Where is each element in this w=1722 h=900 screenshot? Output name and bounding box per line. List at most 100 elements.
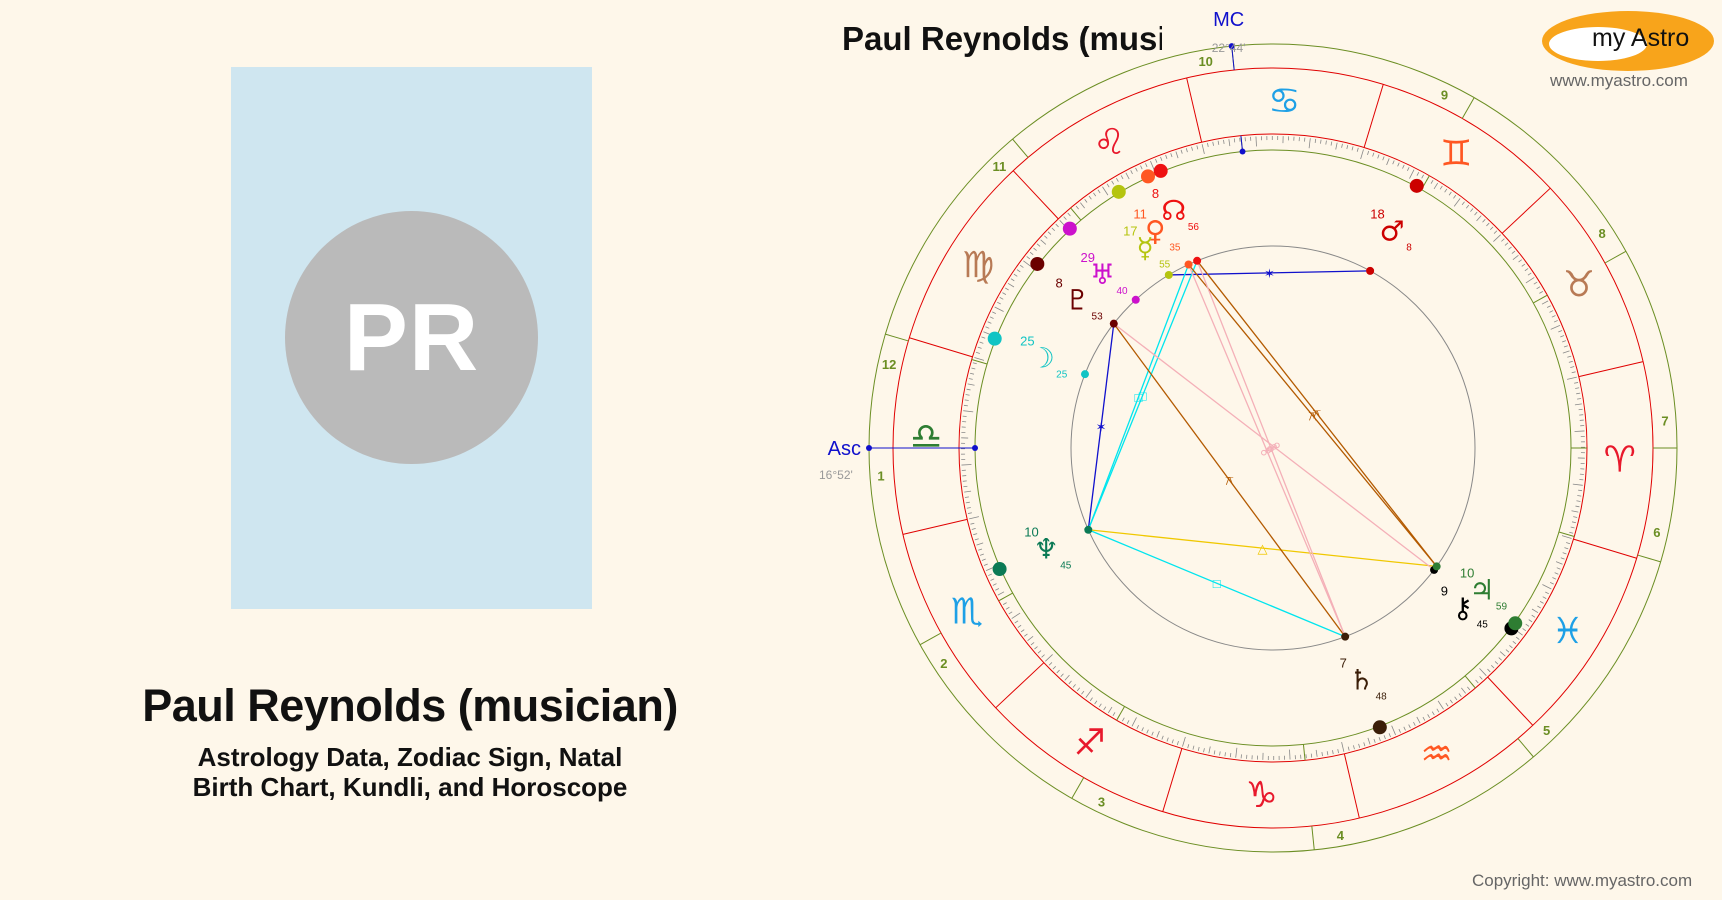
copyright-text: Copyright: www.myastro.com	[1472, 871, 1693, 890]
degree-tick	[1330, 141, 1333, 146]
aspect-point-venus	[1184, 260, 1193, 269]
aspect-point-north-node	[1193, 256, 1202, 265]
degree-tick	[977, 346, 982, 349]
sign-glyph-capricorn: ♑	[1246, 775, 1278, 816]
sign-glyph-leo: ♌	[1093, 122, 1125, 163]
aspect-point-mercury	[1164, 270, 1173, 279]
brand-url[interactable]: www.myastro.com	[1550, 71, 1688, 90]
planet-dot-north-node	[1153, 163, 1168, 178]
sign-glyph-gemini: ♊	[1440, 133, 1472, 174]
degree-tick	[1203, 748, 1205, 753]
degree-tick	[1574, 403, 1582, 406]
house-cusp-outer	[1311, 825, 1315, 850]
degree-tick	[1014, 620, 1019, 624]
degree-tick	[1537, 605, 1542, 609]
logo-inner-oval	[1549, 27, 1647, 61]
planet-minute-north-node: 56	[1188, 222, 1200, 233]
degree-tick	[1094, 700, 1098, 705]
degree-tick	[1146, 729, 1149, 734]
degree-tick	[989, 316, 994, 319]
degree-tick	[1036, 243, 1041, 247]
degree-tick	[1126, 720, 1130, 725]
sign-boundary	[1363, 84, 1384, 148]
degree-tick	[1541, 300, 1549, 305]
degree-tick	[1213, 750, 1216, 755]
degree-tick	[1577, 398, 1582, 400]
house-cusp-outer	[1604, 250, 1627, 264]
aspect-symbol-square: □	[1139, 388, 1147, 403]
planet-degree-neptune: 10	[1024, 524, 1038, 539]
degree-tick	[1566, 542, 1571, 545]
asc-dot	[866, 445, 872, 451]
degree-tick	[1106, 183, 1110, 188]
degree-tick	[1479, 676, 1483, 680]
degree-tick	[1085, 689, 1093, 698]
degree-tick	[1080, 202, 1085, 209]
degree-tick	[1509, 645, 1513, 649]
degree-tick	[969, 372, 975, 375]
degree-tick	[1493, 234, 1501, 242]
degree-tick	[1056, 669, 1060, 674]
planet-minute-venus: 35	[1169, 243, 1181, 254]
degree-tick	[1539, 601, 1544, 604]
aspect-symbol-opposition: ☍	[1267, 440, 1280, 455]
planet-dot-neptune	[992, 562, 1007, 577]
planet-dot-mercury	[1111, 184, 1126, 199]
planet-dot-moon	[987, 331, 1002, 346]
degree-tick	[1075, 205, 1079, 210]
degree-tick	[1155, 158, 1158, 163]
planet-glyph-moon: ☽	[1030, 341, 1055, 374]
degree-tick	[1454, 696, 1458, 701]
aspect-symbol-sextile: ✶	[1264, 266, 1275, 281]
degree-tick	[985, 326, 990, 329]
aspect-circle	[1070, 245, 1476, 651]
degree-tick	[1212, 141, 1214, 146]
planet-degree-chiron: 9	[1441, 584, 1448, 599]
sign-glyph-taurus: ♉	[1563, 264, 1595, 305]
degree-tick	[1575, 505, 1580, 508]
degree-tick	[1567, 355, 1572, 358]
degree-tick	[1180, 149, 1183, 154]
degree-tick	[978, 548, 983, 551]
degree-tick	[1568, 360, 1573, 363]
degree-tick	[1111, 180, 1115, 185]
house-number-9: 9	[1441, 87, 1448, 102]
degree-tick	[1383, 735, 1386, 740]
house-number-2: 2	[940, 656, 947, 671]
planet-glyph-jupiter: ♃	[1469, 573, 1494, 606]
degree-tick	[1504, 242, 1509, 246]
degree-tick	[1002, 292, 1007, 295]
sign-boundary	[1343, 753, 1360, 819]
myastro-logo[interactable]: my Astro	[1542, 11, 1714, 71]
degree-tick	[1554, 572, 1559, 575]
house-number-11: 11	[992, 159, 1006, 174]
degree-tick	[1562, 350, 1570, 354]
degree-tick	[1552, 577, 1557, 580]
degree-tick	[1465, 204, 1470, 209]
degree-tick	[1120, 175, 1124, 180]
degree-tick	[1571, 510, 1579, 513]
degree-tick	[1072, 684, 1076, 688]
degree-tick	[1002, 602, 1007, 605]
house-number-3: 3	[1098, 795, 1105, 810]
planet-minute-chiron: 45	[1477, 620, 1489, 631]
degree-tick	[1558, 330, 1563, 333]
degree-tick	[964, 399, 969, 401]
degree-tick	[1524, 268, 1529, 272]
degree-tick	[1515, 636, 1520, 640]
degree-tick	[1508, 246, 1512, 250]
degree-tick	[1337, 749, 1339, 754]
degree-tick	[971, 528, 976, 530]
degree-tick	[1542, 596, 1547, 599]
degree-tick	[1553, 320, 1558, 323]
sign-glyph-aries: ♈	[1604, 439, 1636, 480]
degree-tick	[1367, 150, 1370, 155]
degree-tick	[1217, 140, 1220, 145]
degree-tick	[1564, 547, 1569, 550]
degree-tick	[1398, 728, 1401, 733]
house-cusp-inner	[1070, 207, 1082, 221]
degree-tick	[1033, 247, 1037, 251]
degree-tick	[1433, 182, 1439, 190]
degree-tick	[1098, 703, 1102, 708]
